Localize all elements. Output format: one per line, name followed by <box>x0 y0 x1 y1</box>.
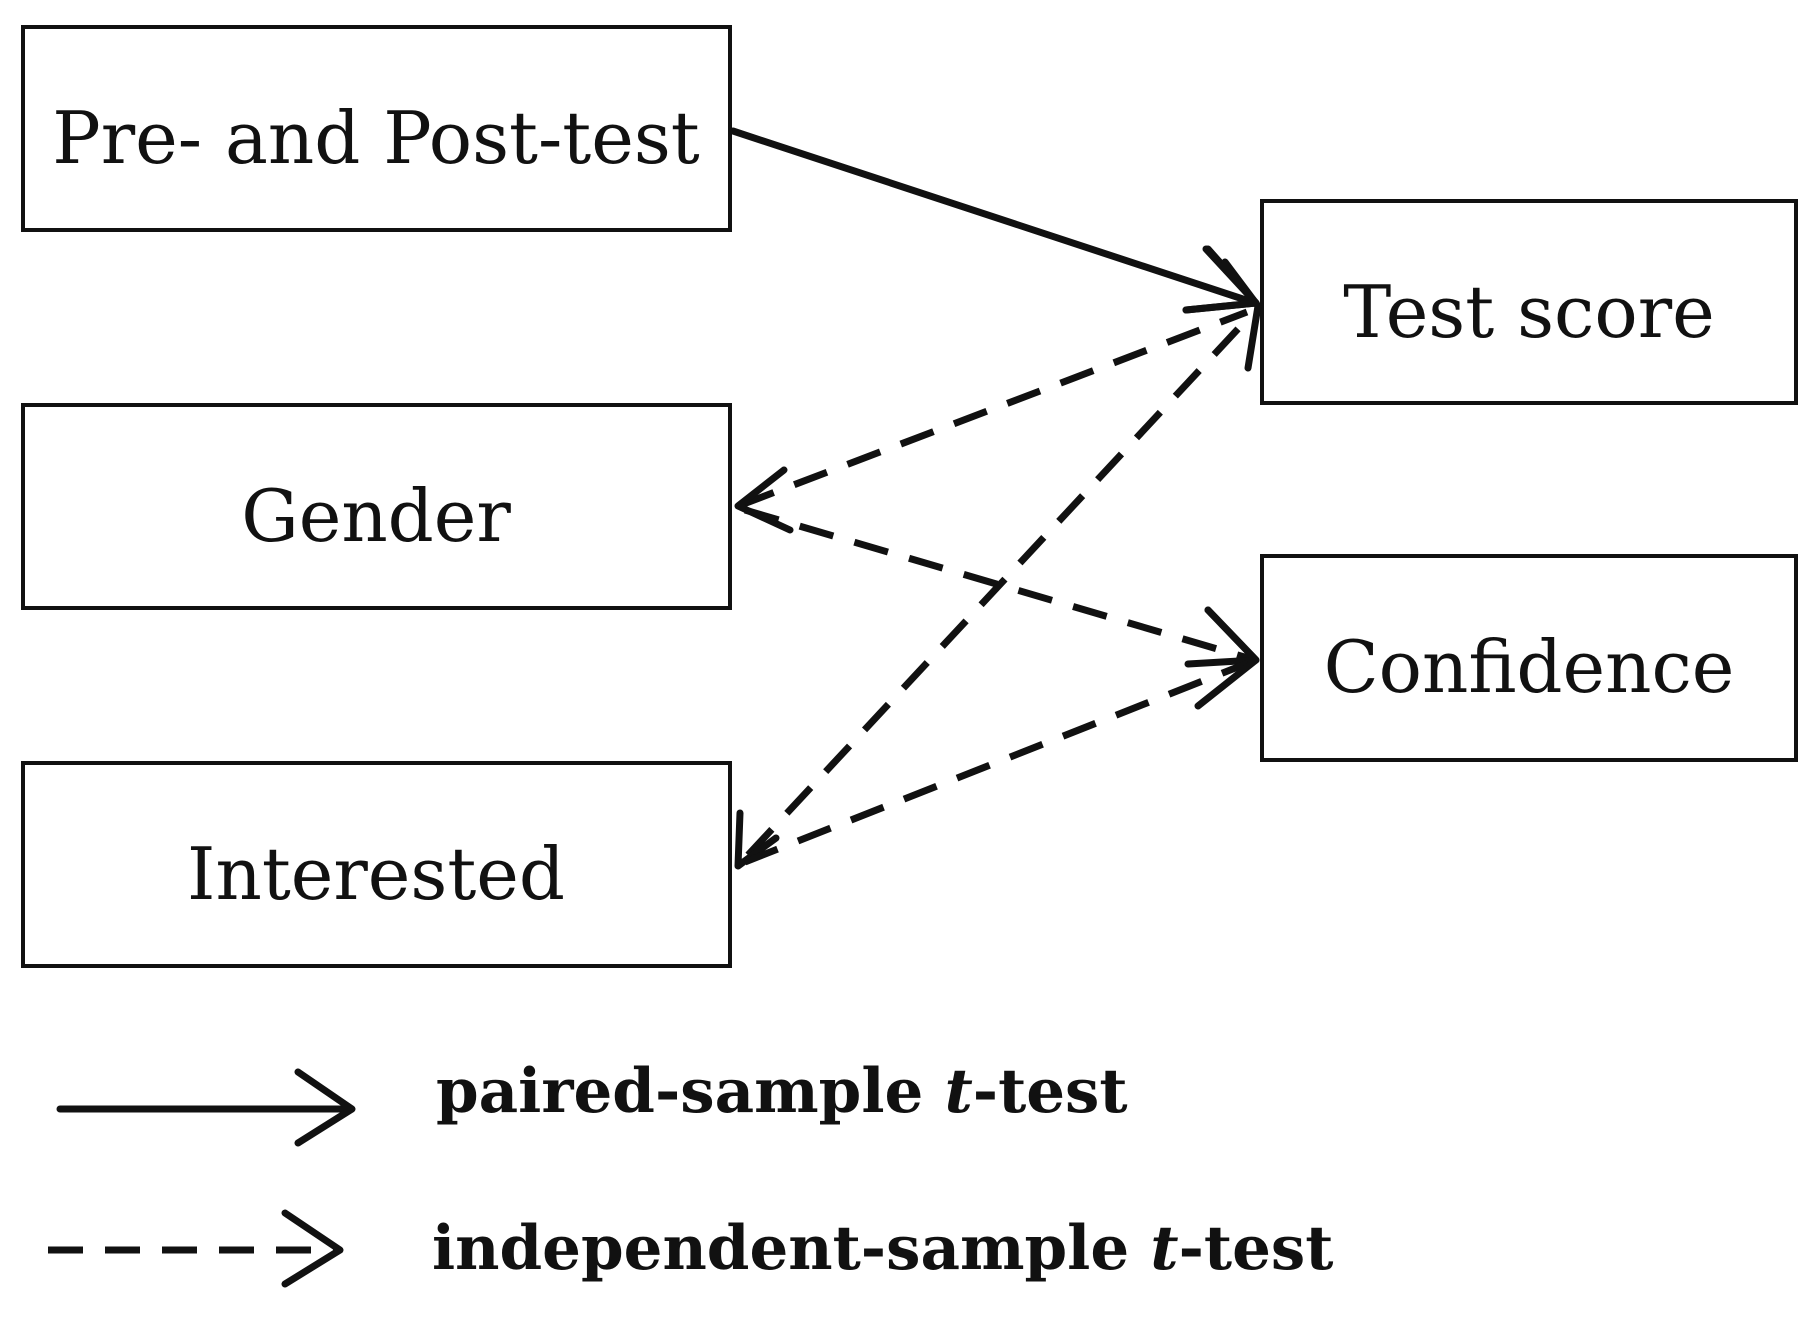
box-gender-frame <box>21 403 732 610</box>
arrow-interested-to-confidence <box>743 606 1260 866</box>
box-interested: Interested <box>21 761 732 968</box>
arrow-gender-test-score-line <box>739 308 1249 509</box>
legend-independent-italic: t <box>1150 1213 1178 1284</box>
box-interested-frame <box>21 761 732 968</box>
box-test-score: Test score <box>1260 199 1798 405</box>
legend-paired-suffix: -test <box>973 1056 1128 1127</box>
box-pre-post-test-label: Pre- and Post-test <box>52 96 700 180</box>
box-interested-label: Interested <box>187 832 565 916</box>
arrow-gender-test-score-head-left <box>734 466 794 534</box>
legend-independent-prefix: independent-sample <box>432 1213 1150 1284</box>
arrow-interested-test-score-head-left <box>734 809 780 870</box>
arrow-interested-to-confidence-line <box>743 659 1250 866</box>
box-confidence-frame <box>1260 554 1798 762</box>
arrow-interested-to-confidence-head <box>1194 606 1260 710</box>
legend: paired-sample t-test independent-sample … <box>48 1056 1333 1288</box>
box-confidence: Confidence <box>1260 554 1798 762</box>
box-pre-post-test: Pre- and Post-test <box>21 25 732 232</box>
arrow-pre-post-to-test-score <box>729 127 1260 314</box>
legend-paired: paired-sample t-test <box>56 1056 1128 1147</box>
arrow-interested-test-score-head-right <box>1221 258 1262 372</box>
box-test-score-frame <box>1260 199 1798 405</box>
box-gender: Gender <box>21 403 732 610</box>
legend-paired-italic: t <box>945 1056 973 1127</box>
legend-paired-prefix: paired-sample <box>436 1056 945 1127</box>
arrow-interested-test-score <box>734 258 1262 870</box>
box-gender-label: Gender <box>241 474 511 558</box>
arrow-gender-test-score-head-right <box>1182 245 1260 314</box>
box-confidence-label: Confidence <box>1324 625 1735 709</box>
legend-independent-arrowhead <box>281 1209 344 1288</box>
legend-independent-suffix: -test <box>1179 1213 1334 1284</box>
legend-paired-arrowhead <box>294 1068 356 1147</box>
box-pre-post-test-frame <box>21 25 732 232</box>
legend-independent: independent-sample t-test <box>48 1209 1333 1288</box>
legend-paired-label: paired-sample t-test <box>436 1056 1128 1127</box>
legend-independent-label: independent-sample t-test <box>432 1213 1333 1284</box>
arrow-pre-post-to-test-score-line <box>729 127 1259 307</box>
box-test-score-label: Test score <box>1343 270 1714 354</box>
arrow-interested-test-score-line <box>745 313 1253 858</box>
